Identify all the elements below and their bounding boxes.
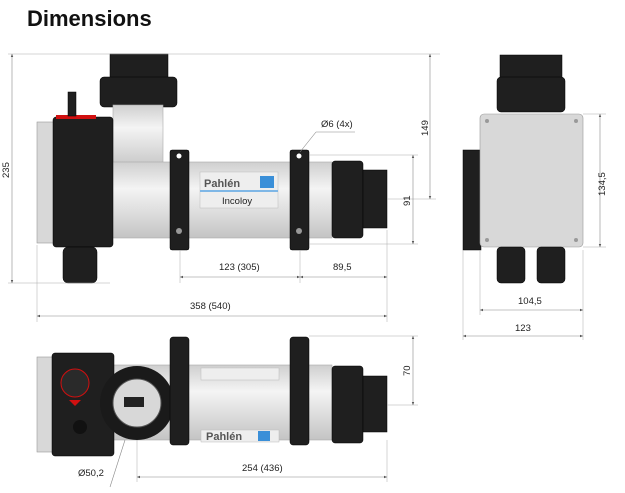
- page-title: Dimensions: [27, 6, 152, 31]
- brand-logo-icon: [260, 176, 274, 188]
- dim-clamp-to-end: 89,5: [333, 262, 352, 273]
- dim-top-height: 70: [402, 365, 413, 376]
- dim-total-width: 123: [515, 323, 531, 334]
- dim-port-diameter: Ø50,2: [78, 468, 104, 479]
- terminal-box: [479, 113, 584, 248]
- brand-logo-icon: [258, 431, 270, 441]
- dim-clamp-height: 91: [402, 195, 413, 206]
- brand-logo-text: Pahlén: [206, 431, 242, 443]
- dim-box-width: 104,5: [518, 296, 542, 307]
- dim-clamp-spacing: 123 (305): [219, 262, 260, 273]
- side-view: Pahlén Incoloy 235 149 91 Ø6 (4x) 123 (3…: [1, 53, 440, 322]
- dim-box-height: 134,5: [597, 172, 608, 196]
- dim-top-to-axis: 149: [420, 120, 431, 136]
- end-view: 134,5 104,5 123: [462, 54, 608, 340]
- material-label: Incoloy: [222, 196, 252, 207]
- top-view: Pahlén 70 254 (436) Ø50,2: [36, 335, 418, 488]
- dim-port-to-end: 254 (436): [242, 463, 283, 474]
- dim-total-length: 358 (540): [190, 301, 231, 312]
- dim-hole-diameter: Ø6 (4x): [321, 119, 353, 130]
- brand-logo-text: Pahlén: [204, 178, 240, 190]
- dim-total-height: 235: [1, 162, 12, 178]
